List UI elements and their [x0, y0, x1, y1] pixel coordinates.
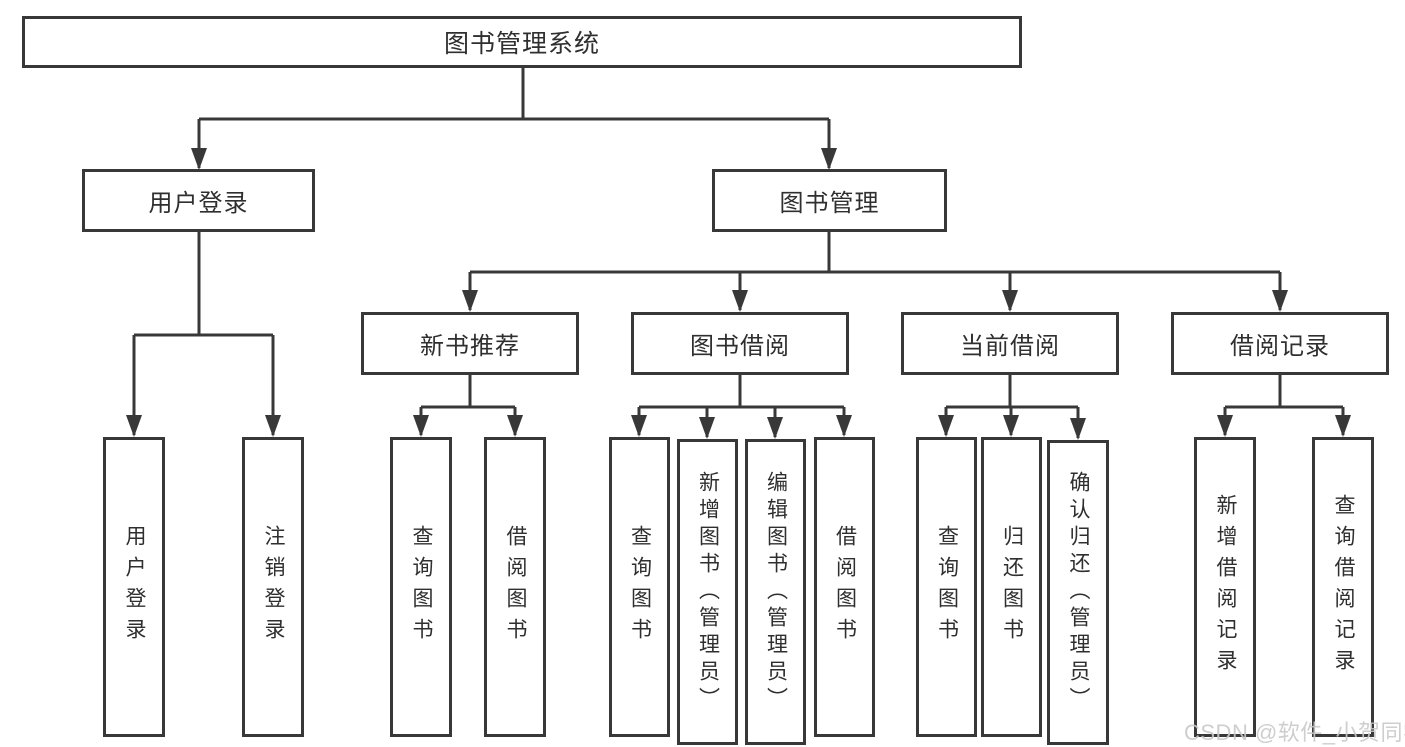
leaf-borrow-query: 查询图书	[609, 437, 670, 737]
tree-edges	[132, 68, 1345, 438]
node-book-borrow: 图书借阅	[631, 312, 849, 375]
leaf-borrow-edit-admin-label: 编辑图书（管理员）	[764, 470, 788, 714]
node-borrow-record-label: 借阅记录	[1230, 333, 1330, 360]
leaf-logout: 注销登录	[242, 437, 304, 737]
leaf-borrow-add-admin-label: 新增图书（管理员）	[696, 470, 720, 714]
node-book-borrow-label: 图书借阅	[690, 333, 790, 360]
node-user-login: 用户登录	[82, 169, 315, 232]
csdn-watermark: CSDN @软件_小贺同学	[1184, 720, 1405, 745]
leaf-return-book: 归还图书	[981, 437, 1042, 737]
leaf-borrow-add-admin: 新增图书（管理员）	[677, 439, 738, 745]
leaf-confirm-return-admin: 确认归还（管理员）	[1047, 440, 1109, 745]
leaf-borrow-query-label: 查询图书	[628, 525, 652, 649]
leaf-newbook-query-label: 查询图书	[410, 525, 433, 649]
leaf-record-add: 新增借阅记录	[1194, 437, 1256, 737]
node-current-borrow-label: 当前借阅	[960, 333, 1060, 360]
leaf-newbook-borrow: 借阅图书	[484, 437, 546, 737]
leaf-borrow-book-label: 借阅图书	[833, 525, 857, 649]
leaf-borrow-edit-admin: 编辑图书（管理员）	[745, 439, 806, 745]
leaf-newbook-query: 查询图书	[390, 437, 452, 737]
node-library-system: 图书管理系统	[22, 16, 1022, 68]
leaf-record-query-label: 查询借阅记录	[1332, 494, 1355, 680]
node-user-login-label: 用户登录	[148, 190, 249, 217]
node-current-borrow: 当前借阅	[901, 312, 1119, 375]
leaf-return-book-label: 归还图书	[1000, 525, 1024, 649]
leaf-record-query: 查询借阅记录	[1312, 437, 1374, 737]
leaf-current-query: 查询图书	[916, 437, 977, 737]
leaf-confirm-return-admin-label: 确认归还（管理员）	[1067, 471, 1090, 714]
leaf-record-add-label: 新增借阅记录	[1214, 494, 1237, 680]
node-book-management: 图书管理	[712, 169, 947, 232]
leaf-logout-label: 注销登录	[262, 525, 285, 649]
leaf-newbook-borrow-label: 借阅图书	[504, 525, 527, 649]
node-library-system-label: 图书管理系统	[443, 30, 600, 58]
node-new-book-recommend-label: 新书推荐	[420, 333, 520, 360]
node-borrow-record: 借阅记录	[1171, 312, 1389, 375]
node-book-management-label: 图书管理	[779, 190, 880, 217]
leaf-user-login-label: 用户登录	[123, 525, 146, 649]
leaf-user-login: 用户登录	[103, 437, 165, 737]
leaf-borrow-book: 借阅图书	[814, 437, 875, 737]
node-new-book-recommend: 新书推荐	[361, 312, 579, 375]
leaf-current-query-label: 查询图书	[935, 525, 959, 649]
